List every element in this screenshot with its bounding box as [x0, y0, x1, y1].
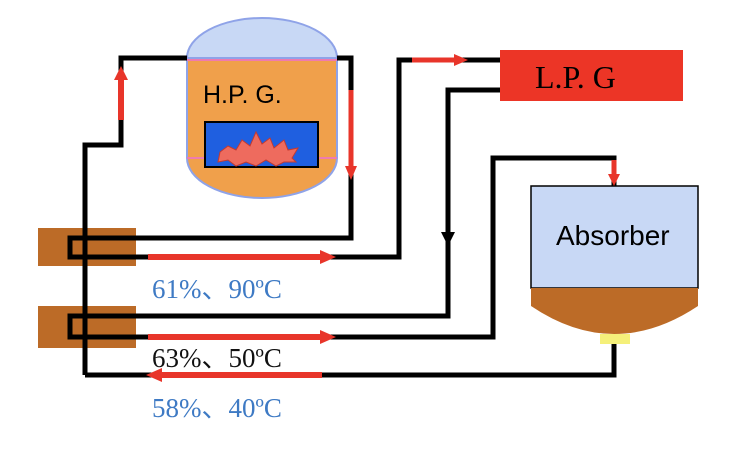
- flow-arrow-lower-hx-head: [320, 330, 336, 344]
- low-pressure-generator: L.P. G: [500, 50, 683, 101]
- condition-label-lower-hx-middle: 63%、50ºC: [152, 343, 282, 373]
- pipe-lpg-outlet-to-lower-hx: [67, 87, 617, 340]
- flow-arrow-to-lpg-head: [454, 54, 468, 66]
- pipe-left-riser-to-hpg: [82, 55, 187, 375]
- pipe-hpg-outlet-to-upper-hx: [67, 55, 500, 260]
- condition-label-lower-hx-bottom: 58%、40ºC: [152, 393, 282, 423]
- hpg-dome: [185, 17, 339, 59]
- flow-arrow-lpg-outlet-head: [441, 232, 455, 246]
- absorber: Absorber: [530, 185, 699, 344]
- absorber-body: [530, 185, 699, 289]
- absorber-label: Absorber: [556, 220, 670, 251]
- flow-arrows: [114, 54, 620, 382]
- hpg-label: H.P. G.: [203, 81, 282, 109]
- lpg-body: [500, 50, 683, 101]
- flow-arrow-up-head: [114, 66, 128, 80]
- flow-arrow-return-head: [146, 368, 162, 382]
- flow-arrow-upper-hx-head: [320, 250, 336, 264]
- flow-arrow-to-absorber-head: [608, 174, 620, 186]
- hpg-flame-icon: [217, 130, 300, 167]
- absorber-solution: [531, 288, 698, 334]
- absorber-outlet-connector: [600, 334, 630, 344]
- flow-arrow-hpg-down-head: [345, 166, 357, 180]
- lpg-label: L.P. G: [535, 59, 616, 95]
- high-pressure-generator: H.P. G.: [185, 17, 339, 199]
- condition-label-upper-hx: 61%、90ºC: [152, 274, 282, 304]
